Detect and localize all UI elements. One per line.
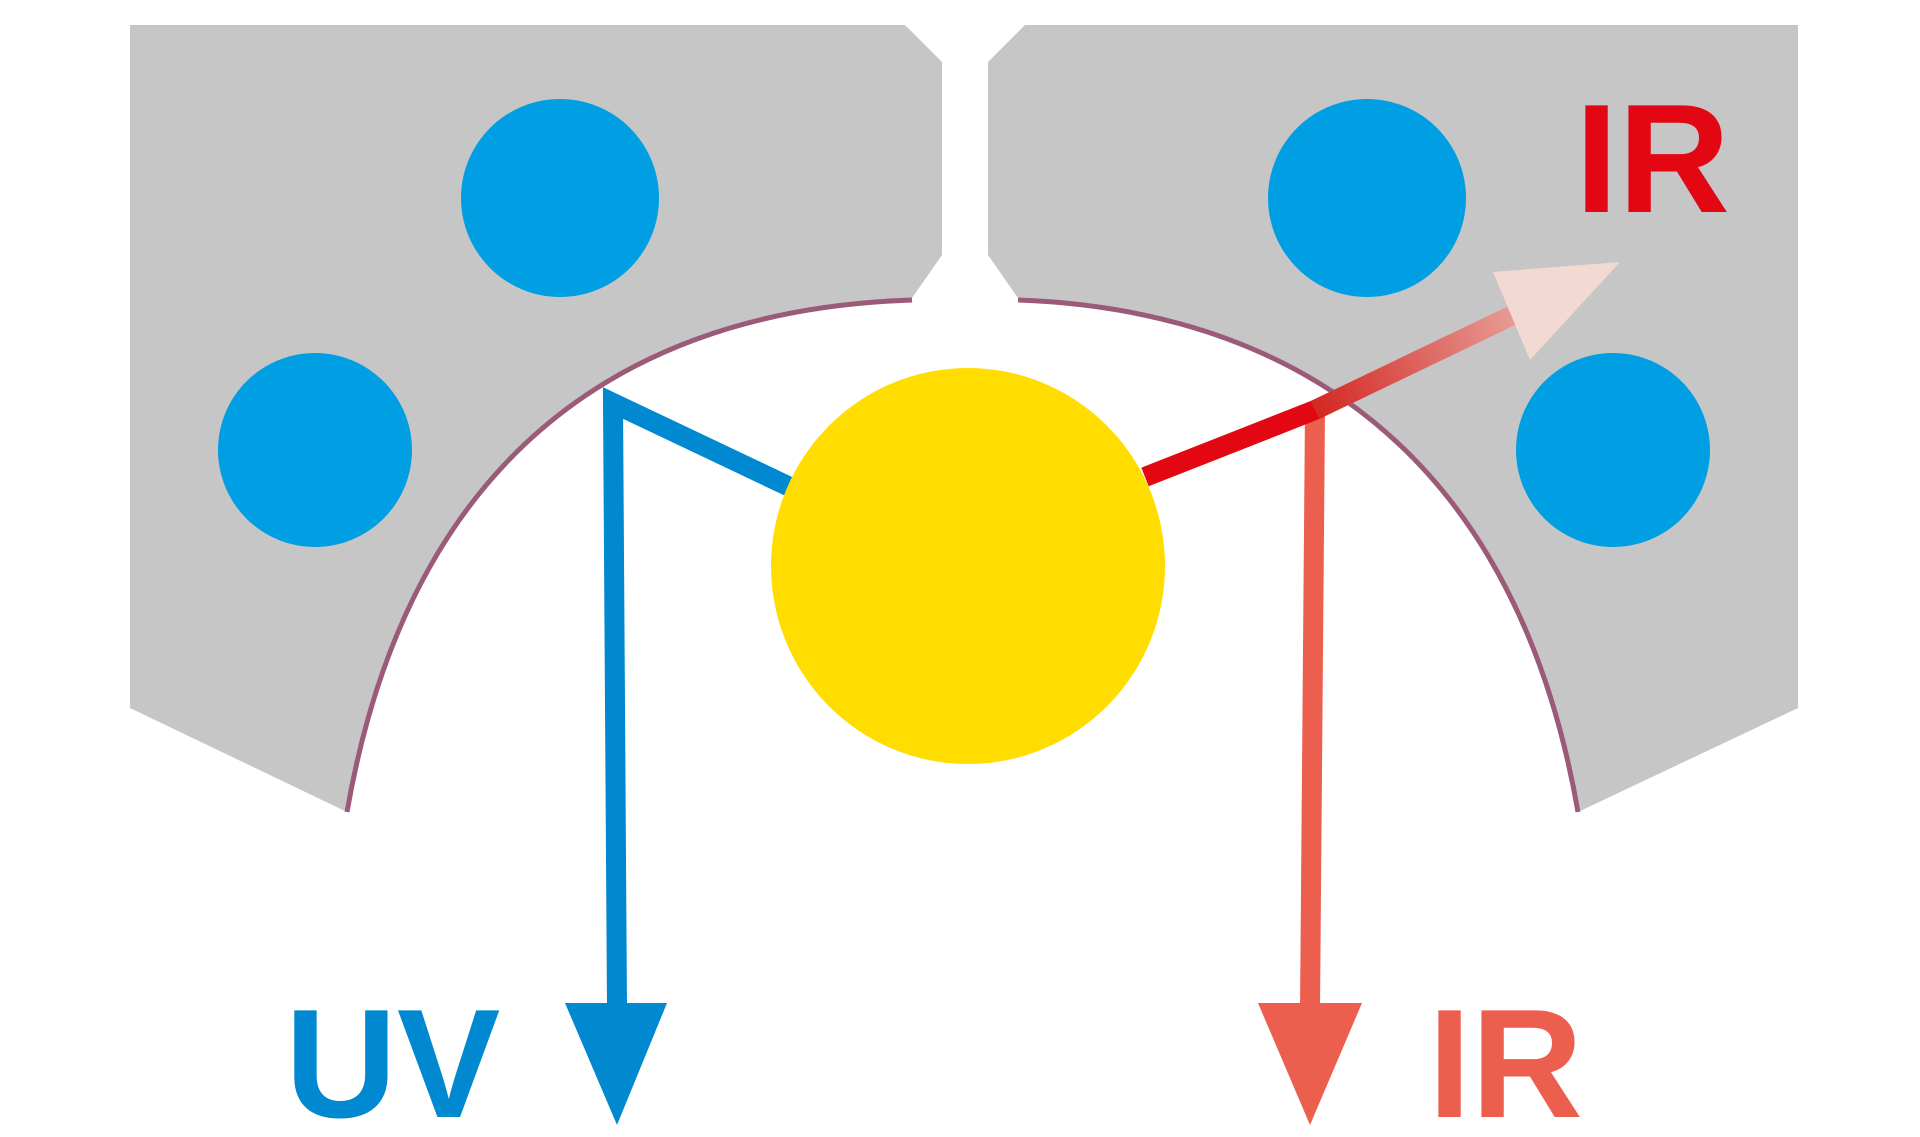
- right-housing-block: [988, 25, 1798, 812]
- ir-top-label: IR: [1575, 72, 1730, 245]
- left-housing-block: [130, 25, 942, 812]
- cooling-channel-left-bottom: [218, 353, 412, 547]
- left-reflector-coating: [344, 297, 913, 813]
- lamp-icon: [771, 368, 1165, 764]
- cooling-channel-right-bottom: [1516, 353, 1710, 547]
- ir-bottom-label: IR: [1428, 977, 1583, 1137]
- uv-label: UV: [285, 977, 500, 1137]
- ir-transmitted-ray-outer: [1310, 292, 1545, 420]
- uv-arrow-head: [565, 1003, 667, 1125]
- ir-transmitted-ray-inner: [1141, 398, 1324, 487]
- cooling-channel-right-top: [1268, 99, 1466, 297]
- ir-transmitted-arrow-head: [1493, 262, 1620, 360]
- ir-reflected-arrow-head: [1258, 1003, 1362, 1125]
- cooling-channel-left-top: [461, 99, 659, 297]
- ir-reflected-ray: [1300, 409, 1325, 1011]
- uv-ray-path: [602, 387, 797, 1011]
